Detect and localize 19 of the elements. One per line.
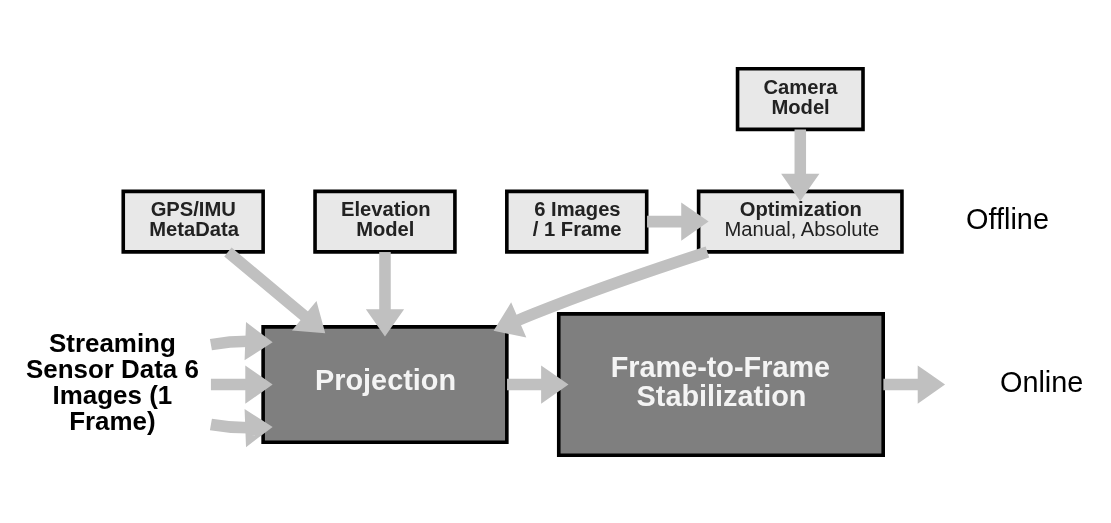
node-box: 6 Images / 1 Frame: [505, 189, 649, 254]
node-box: Camera Model: [735, 66, 865, 131]
arrow: [507, 364, 569, 404]
arrow: [647, 201, 709, 241]
label: Online: [1000, 365, 1084, 398]
arrow: [209, 408, 273, 447]
node-box: Projection: [261, 324, 509, 444]
arrow: [210, 364, 273, 404]
arrow: [365, 251, 405, 337]
node-box: Frame-to-Frame Stabilization: [556, 311, 885, 457]
arrow: [224, 247, 326, 333]
node-box: GPS/IMU MetaData: [121, 189, 265, 254]
label: Offline: [966, 202, 1049, 235]
node-text: Streaming Sensor Data 6 Images (1 Frame): [25, 328, 199, 435]
arrow: [493, 245, 710, 338]
arrow: [883, 364, 946, 404]
node-box: Elevation Model: [313, 189, 457, 254]
node-box: Optimization Manual, Absolute: [696, 189, 904, 254]
arrow: [781, 128, 820, 201]
